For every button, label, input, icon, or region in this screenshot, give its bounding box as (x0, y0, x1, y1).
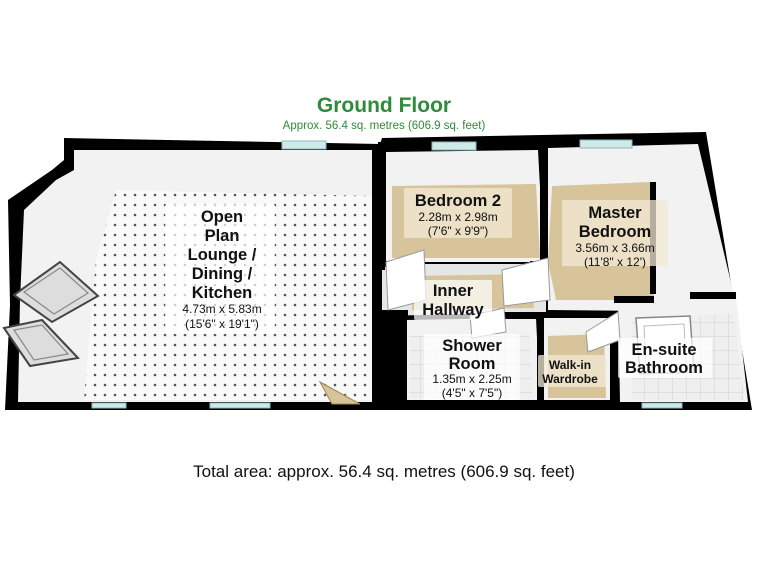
hallway-name-1: Inner (433, 282, 474, 300)
shower-name-1: Shower (442, 337, 502, 355)
master-label: Master Bedroom 3.56m x 3.66m (11'8" x 12… (562, 200, 668, 269)
shower-dim-metric: 1.35m x 2.25m (432, 372, 511, 386)
shower-name-2: Room (449, 355, 496, 373)
lounge-name-5: Kitchen (192, 284, 253, 302)
window (209, 402, 271, 409)
skylight (12, 260, 100, 324)
window (431, 141, 477, 151)
window (91, 402, 127, 409)
door-entrance (318, 380, 361, 405)
skylights (2, 260, 100, 368)
master-name-1: Master (588, 204, 642, 222)
lounge-dim-metric: 4.73m x 5.83m (182, 302, 261, 316)
master-name-2: Bedroom (579, 223, 651, 241)
lounge-label: Open Plan Lounge / Dining / Kitchen 4.73… (165, 204, 275, 334)
floor-area: Approx. 56.4 sq. metres (606.9 sq. feet) (282, 120, 486, 132)
window (641, 402, 683, 409)
bedroom2-dim-metric: 2.28m x 2.98m (418, 210, 497, 224)
bedroom2-name: Bedroom 2 (415, 192, 501, 210)
wardrobe-label: Walk-in Wardrobe (538, 355, 606, 387)
windows (91, 139, 683, 409)
lounge-dim-imperial: (15'6" x 19'1") (185, 317, 259, 331)
ensuite-label: En-suite Bathroom (618, 338, 712, 378)
master-dim-imperial: (11'8" x 12') (584, 255, 646, 269)
lounge-name-2: Plan (205, 227, 240, 245)
lounge-name-4: Dining / (192, 265, 253, 283)
ensuite-name-1: En-suite (631, 341, 696, 359)
window (579, 139, 633, 149)
bedroom2-label: Bedroom 2 2.28m x 2.98m (7'6" x 9'9") (404, 188, 512, 238)
ensuite-name-2: Bathroom (625, 359, 703, 377)
wardrobe-name-2: Wardrobe (542, 372, 598, 386)
hallway-name-2: Hallway (422, 301, 484, 319)
window (281, 140, 327, 150)
bedroom2-dim-imperial: (7'6" x 9'9") (428, 224, 488, 238)
shower-label: Shower Room 1.35m x 2.25m (4'5" x 7'5") (424, 334, 520, 400)
shower-dim-imperial: (4'5" x 7'5") (442, 386, 502, 400)
lounge-name-1: Open (201, 208, 243, 226)
door-master (501, 257, 551, 307)
skylight (2, 318, 81, 368)
hallway-label: Inner Hallway (414, 280, 492, 320)
total-area: Total area: approx. 56.4 sq. metres (606… (193, 462, 575, 481)
lounge-name-3: Lounge / (188, 246, 257, 264)
floor-title: Ground Floor (316, 94, 452, 117)
wardrobe-name-1: Walk-in (549, 358, 591, 372)
master-dim-metric: 3.56m x 3.66m (575, 241, 654, 255)
